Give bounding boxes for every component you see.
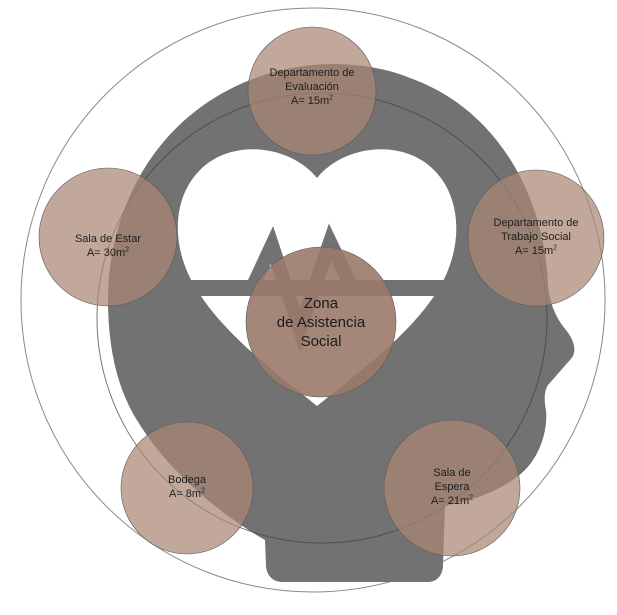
label-trabajo-social-line2: Trabajo Social	[501, 231, 571, 243]
label-trabajo-social-area: A= 15m2	[476, 244, 596, 258]
area-unit-exponent: 2	[553, 244, 558, 252]
label-sala-estar-line1: Sala de Estar	[74, 233, 142, 245]
label-sala-estar-area: A= 30m2	[48, 246, 168, 260]
area-value: A= 15m	[290, 95, 330, 107]
node-evaluacion	[247, 26, 377, 156]
label-evaluacion-area: A= 15m2	[252, 94, 372, 108]
area-unit-exponent: 2	[469, 494, 474, 502]
node-trabajo-social	[467, 169, 605, 307]
label-sala-espera: Sala de Espera A= 21m2	[392, 466, 512, 508]
area-unit-exponent: 2	[125, 246, 130, 254]
area-value: A= 8m	[168, 488, 202, 500]
label-bodega-area: A= 8m2	[127, 487, 247, 501]
label-center: Zona de Asistencia Social	[246, 294, 396, 351]
node-bodega	[120, 421, 254, 555]
area-value: A= 21m	[430, 495, 470, 507]
label-bodega-line1: Bodega	[168, 474, 206, 486]
node-center	[245, 246, 397, 398]
label-sala-estar: Sala de Estar A= 30m2	[48, 232, 168, 260]
area-value: A= 30m	[86, 247, 126, 259]
area-unit-exponent: 2	[329, 94, 334, 102]
label-center-line1: Zona	[303, 295, 339, 312]
label-evaluacion-line1: Departamento de	[269, 67, 355, 79]
node-sala-espera	[383, 419, 521, 557]
label-sala-espera-line1: Sala de	[433, 467, 471, 479]
area-value: A= 15m	[514, 245, 554, 257]
area-unit-exponent: 2	[201, 487, 205, 495]
label-sala-espera-line2: Espera	[434, 481, 470, 493]
node-sala-estar	[38, 167, 178, 307]
label-bodega: Bodega A= 8m2	[127, 473, 247, 501]
outer-circle	[20, 7, 606, 593]
label-evaluacion-line2: Evaluación	[285, 81, 339, 93]
label-center-line3: Social	[300, 333, 342, 350]
label-evaluacion: Departamento de Evaluación A= 15m2	[252, 66, 372, 108]
label-center-line2: de Asistencia	[276, 314, 366, 331]
label-sala-espera-area: A= 21m2	[392, 494, 512, 508]
label-trabajo-social: Departamento de Trabajo Social A= 15m2	[476, 216, 596, 258]
label-trabajo-social-line1: Departamento de	[493, 217, 579, 229]
